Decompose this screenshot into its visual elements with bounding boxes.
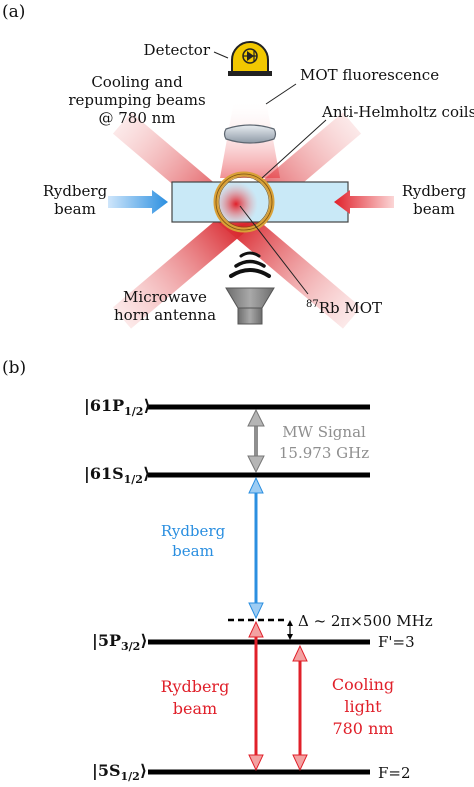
rydberg-arrow-left: [108, 190, 168, 214]
mw-signal-label-line1: MW Signal: [282, 423, 366, 441]
mot-leader: [239, 205, 309, 295]
mw-transition-arrow: [247, 408, 265, 474]
cooling-light-label-line2: light: [344, 697, 382, 716]
anti-helmholtz-coil: [213, 171, 275, 233]
detuning-arrow: [287, 620, 293, 640]
panel-b-label: (b): [2, 358, 27, 378]
anti-helmholtz-label: Anti-Helmholtz coils: [322, 103, 474, 121]
cooling-beams-label-line3: @ 780 nm: [98, 109, 176, 127]
coil-leader: [261, 119, 327, 179]
cooling-beams-label-line1: Cooling and: [91, 73, 183, 91]
horn-antenna-icon: [225, 287, 275, 325]
rydberg-red-arrow: [248, 620, 264, 772]
detector-label: Detector: [143, 41, 210, 59]
rydberg-lower-label-line2: beam: [172, 699, 218, 718]
rb-mot-text: Rb MOT: [318, 299, 383, 317]
microwave-wave-icon: [229, 251, 271, 278]
mot-fluorescence-label: MOT fluorescence: [300, 66, 440, 84]
horn-label-line2: horn antenna: [113, 306, 217, 324]
level-label-5p: |5P3/2⟩: [92, 631, 148, 654]
rb-mot-label: 87Rb MOT: [306, 296, 382, 317]
rydberg-left-label-line2: beam: [54, 200, 96, 218]
level-label-5s: |5S1/2⟩: [92, 761, 148, 784]
cooling-light-label-line1: Cooling: [331, 675, 395, 694]
mw-signal-label-line2: 15.973 GHz: [278, 444, 370, 462]
level-label-61p: |61P1/2⟩: [84, 396, 151, 419]
horn-label-line1: Microwave: [123, 288, 207, 306]
lens-icon: [223, 124, 277, 144]
f-label: F=2: [378, 764, 411, 782]
fluorescence-leader: [265, 83, 297, 105]
rydberg-upper-label-line2: beam: [172, 542, 214, 560]
detuning-label: Δ ~ 2π×500 MHz: [298, 612, 433, 630]
detector-icon: [228, 41, 272, 76]
rb-mot-superscript: 87: [306, 299, 319, 310]
panel-a-label: (a): [2, 2, 26, 22]
cooling-beams-label-line2: repumping beams: [68, 91, 206, 109]
rydberg-right-label-line2: beam: [413, 200, 455, 218]
f-prime-label: F'=3: [378, 633, 415, 651]
rydberg-right-label-line1: Rydberg: [401, 182, 467, 200]
cooling-light-arrow: [292, 644, 308, 772]
cooling-light-label-line3: 780 nm: [332, 719, 394, 738]
level-label-61s: |61S1/2⟩: [84, 464, 151, 487]
rydberg-blue-arrow: [248, 476, 264, 620]
rydberg-lower-label-line1: Rydberg: [160, 677, 230, 696]
vacuum-cell: [171, 181, 349, 223]
rydberg-arrow-right: [334, 190, 394, 214]
detector-leader: [213, 51, 229, 59]
rydberg-left-label-line1: Rydberg: [42, 182, 108, 200]
rydberg-upper-label-line1: Rydberg: [160, 522, 226, 540]
